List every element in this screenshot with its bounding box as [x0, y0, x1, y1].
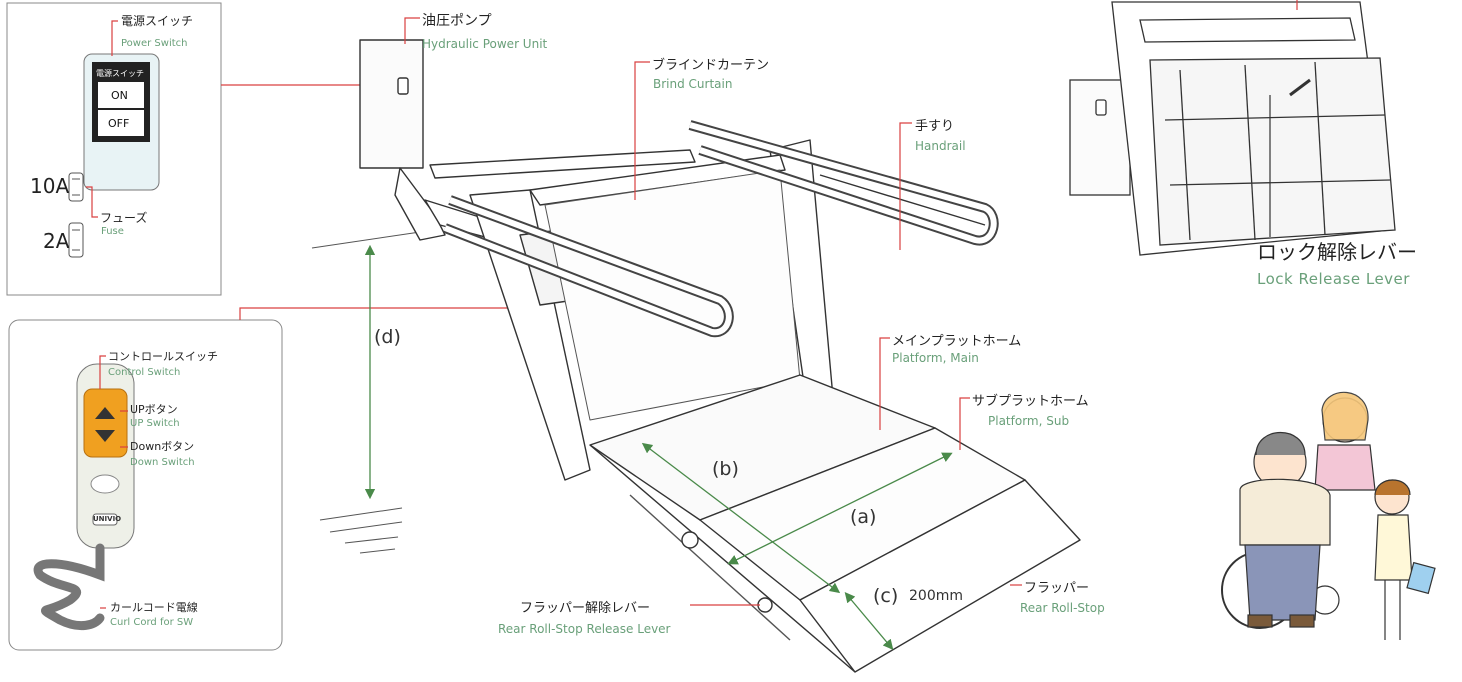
- curtain-label-jp: ブラインドカーテン: [652, 58, 770, 73]
- remote-control: [33, 363, 135, 631]
- fuse-10a-icon: [68, 172, 84, 202]
- control-switch-label-jp: コントロールスイッチ: [108, 350, 218, 363]
- platform-sub-label-en: Platform, Sub: [988, 414, 1070, 428]
- power-switch-panel: [83, 53, 160, 191]
- dimension-a-arrow: [727, 452, 953, 565]
- folded-lift-illustration: [1069, 1, 1396, 256]
- switch-face-title: 電源スイッチ: [96, 69, 144, 78]
- rollstop-release-label-en: Rear Roll-Stop Release Lever: [498, 622, 671, 636]
- rollstop-label-jp: フラッパー: [1024, 581, 1090, 596]
- rollstop-label-en: Rear Roll-Stop: [1020, 601, 1105, 615]
- platform-main-label-en: Platform, Main: [892, 351, 979, 365]
- platform-sub-label-jp: サブプラットホーム: [972, 394, 1089, 409]
- hydraulic-label-jp: 油圧ポンプ: [422, 13, 492, 29]
- fuse-label-en: Fuse: [101, 226, 124, 237]
- fuse-10a-label: 10A: [30, 174, 70, 198]
- dimension-c-value: 200mm: [909, 588, 963, 604]
- ground-lines: [311, 231, 421, 554]
- platform-main-label-jp: メインプラットホーム: [892, 334, 1022, 349]
- switch-off-label: OFF: [108, 117, 130, 130]
- power-switch-label-jp: 電源スイッチ: [121, 14, 194, 28]
- power-switch-label-en: Power Switch: [121, 38, 188, 49]
- dimension-d-label: (d): [374, 326, 401, 348]
- leader-lines: [404, 17, 1022, 606]
- down-switch-label-jp: Downボタン: [130, 440, 195, 453]
- up-switch-label-en: UP Switch: [130, 418, 180, 429]
- switch-on-label: ON: [111, 89, 128, 102]
- dimension-a-label: (a): [850, 506, 877, 528]
- lock-release-label-en: Lock Release Lever: [1257, 270, 1410, 288]
- handrail-label-en: Handrail: [915, 139, 966, 153]
- lock-release-label-jp: ロック解除レバー: [1257, 240, 1417, 264]
- control-switch-label-en: Control Switch: [108, 367, 181, 378]
- dimension-c-label: (c): [873, 585, 899, 607]
- curl-cord-label-en: Curl Cord for SW: [110, 617, 194, 628]
- leader-remote: [239, 307, 525, 320]
- dimension-b-label: (b): [712, 458, 739, 480]
- curtain-label-en: Brind Curtain: [653, 77, 733, 91]
- fuse-label-jp: フューズ: [100, 211, 148, 225]
- up-switch-label-jp: UPボタン: [130, 403, 178, 416]
- fuse-2a-icon: [68, 222, 84, 258]
- handrail-label-jp: 手すり: [915, 119, 955, 134]
- down-switch-label-en: Down Switch: [130, 457, 195, 468]
- hydraulic-label-en: Hydraulic Power Unit: [422, 37, 548, 51]
- curl-cord-label-jp: カールコード電線: [110, 601, 198, 614]
- rollstop-release-label-jp: フラッパー解除レバー: [520, 601, 651, 616]
- remote-brand: UNIVIO: [93, 515, 122, 523]
- wheelchair-user-illustration: [1221, 391, 1436, 640]
- dimension-c-arrow: [844, 592, 894, 650]
- fuse-2a-label: 2A: [43, 229, 70, 253]
